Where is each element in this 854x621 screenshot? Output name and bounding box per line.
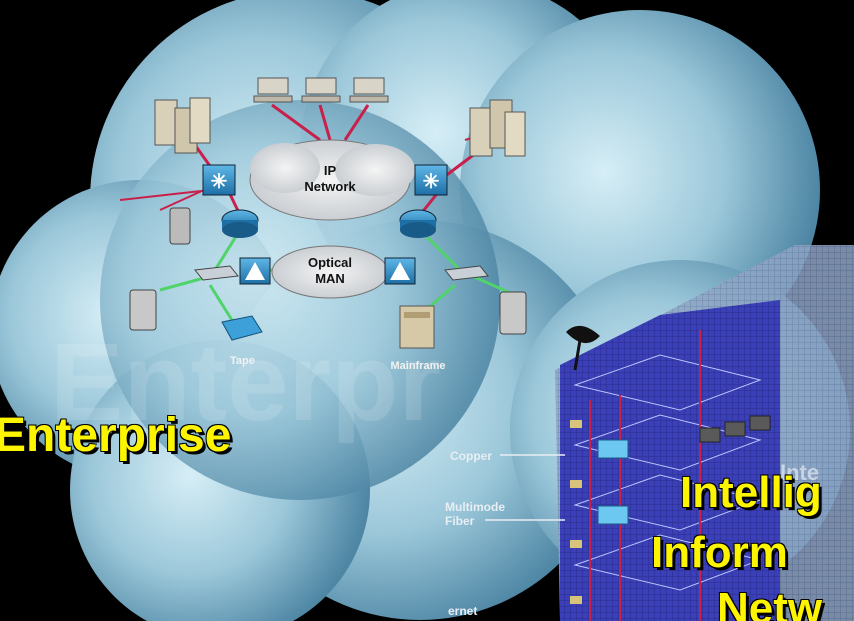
fabric-switch-icons [194,265,489,281]
switch-icons: ✳ ✳ [202,164,448,196]
ethernet-label: ernet [448,604,477,618]
watermark-right: Inte [780,460,819,485]
building-tower [555,245,854,621]
workstation-icons [253,77,389,103]
intelligent-headline-line-2: Inform [651,528,788,577]
optical-man-label-2: MAN [315,271,345,286]
ip-network-label-1: IP [324,163,337,178]
mainframe-icon [399,305,435,349]
fiber-label: Fiber [445,514,475,528]
router-icons [221,209,437,238]
optical-man-cloud: Optical MAN [271,245,389,299]
tape-label: Tape [230,355,255,367]
optical-node-icons [239,257,416,285]
tape-icon [221,315,263,341]
multimode-label: Multimode [445,500,505,514]
ip-network-label-2: Network [304,179,356,194]
watermark-left: Enterpr [50,321,441,444]
intelligent-headline-line-3: Netw [717,584,823,621]
storage-icons [129,207,527,335]
enterprise-headline: Enterprise [0,409,232,462]
server-icons [154,97,526,157]
satellite-dish-icon [566,325,600,371]
intelligent-headline-line-1: Intellig [680,468,822,517]
copper-label: Copper [450,449,492,463]
mainframe-label: Mainframe [390,360,445,372]
ip-network-cloud: IP Network [249,139,415,221]
svg-text:✳: ✳ [211,171,228,193]
optical-man-label-1: Optical [308,255,352,270]
svg-text:✳: ✳ [423,171,440,193]
